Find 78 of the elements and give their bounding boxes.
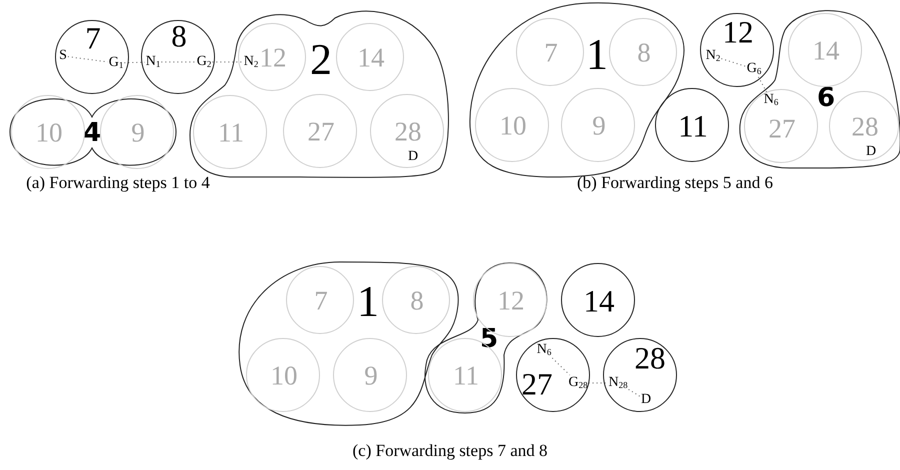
route-point-label: D xyxy=(866,145,876,159)
region-circle xyxy=(100,95,174,169)
region-circle xyxy=(193,95,267,169)
region-number: 14 xyxy=(358,44,384,72)
region-number: 9 xyxy=(364,362,378,390)
region-circle xyxy=(516,338,590,412)
region-circle xyxy=(333,338,407,412)
dotted-route-line xyxy=(628,388,640,397)
region-number: 4 xyxy=(82,120,102,146)
route-point-label: N$_{2}$ xyxy=(244,55,258,69)
region-circle xyxy=(382,266,450,334)
route-point-label: D xyxy=(640,393,652,407)
region-number: 12 xyxy=(722,16,754,48)
region-number: 1 xyxy=(357,280,379,324)
region-number: 8 xyxy=(410,288,424,314)
region-number: 8 xyxy=(171,20,187,52)
region-circle xyxy=(603,338,677,412)
dotted-route-line xyxy=(758,76,768,92)
region-circle xyxy=(283,94,357,168)
region-number: 14 xyxy=(584,286,614,316)
figure-caption: (a) Forwarding steps 1 to 4 xyxy=(26,173,210,193)
route-point-label: N$_{1}$ xyxy=(146,55,160,69)
route-point-label: N$_{2}$ xyxy=(706,49,720,63)
route-point-label: D xyxy=(408,150,418,164)
region-number: 7 xyxy=(314,288,328,314)
region-circle xyxy=(11,95,85,169)
route-point-label: N$_{6}$ xyxy=(536,343,552,357)
region-circle xyxy=(655,88,729,162)
region-number: 14 xyxy=(812,38,840,64)
region-circle xyxy=(475,88,549,162)
region-circle xyxy=(561,263,635,337)
region-circle xyxy=(336,23,404,91)
route-point-label: S xyxy=(59,49,67,63)
region-number: 9 xyxy=(592,112,606,140)
route-point-label: N$_{28}$ xyxy=(608,376,628,390)
region-circle xyxy=(561,88,635,162)
region-number: 11 xyxy=(678,110,708,142)
region-number: 1 xyxy=(586,33,608,77)
route-point-label: G$_{1}$ xyxy=(108,56,124,70)
region-number: 12 xyxy=(498,288,524,314)
dotted-route-line xyxy=(552,358,570,376)
region-number: 11 xyxy=(453,362,479,390)
region-circle xyxy=(516,18,584,86)
region-circle xyxy=(744,89,818,163)
region-number: 12 xyxy=(260,44,286,72)
region-number: 8 xyxy=(637,40,651,66)
region-circle xyxy=(141,20,215,94)
region-number: 10 xyxy=(270,362,298,390)
region-number: 28 xyxy=(634,342,666,374)
region-number: 7 xyxy=(85,22,101,54)
region-circle xyxy=(609,18,677,86)
region-number: 10 xyxy=(36,120,62,146)
route-point-label: N$_{6}$ xyxy=(764,93,778,107)
region-number: 27 xyxy=(768,116,796,142)
region-number: 28 xyxy=(852,114,878,140)
figure-caption: (c) Forwarding steps 7 and 8 xyxy=(352,441,548,461)
region-circle xyxy=(788,13,862,87)
region-number: 7 xyxy=(544,40,558,66)
region-circle xyxy=(55,20,129,94)
region-number: 5 xyxy=(480,326,498,352)
figure-caption: (b) Forwarding steps 5 and 6 xyxy=(577,173,773,193)
route-point-label: G$_{28}$ xyxy=(568,376,588,390)
dotted-route-line xyxy=(720,58,746,67)
route-point-label: G$_{6}$ xyxy=(746,62,762,76)
region-number: 28 xyxy=(394,118,422,146)
region-circle xyxy=(700,13,774,87)
region-number: 6 xyxy=(816,85,836,111)
region-number: 11 xyxy=(218,120,244,146)
region-circle xyxy=(238,23,306,91)
region-number: 27 xyxy=(522,368,552,400)
route-point-label: G$_{2}$ xyxy=(196,55,212,69)
region-circle xyxy=(370,94,444,168)
region-circle xyxy=(286,266,354,334)
region-number: 10 xyxy=(500,112,526,140)
region-number: 9 xyxy=(131,120,145,146)
region-circle xyxy=(246,338,320,412)
region-number: 2 xyxy=(310,38,332,82)
region-number: 27 xyxy=(308,118,334,146)
